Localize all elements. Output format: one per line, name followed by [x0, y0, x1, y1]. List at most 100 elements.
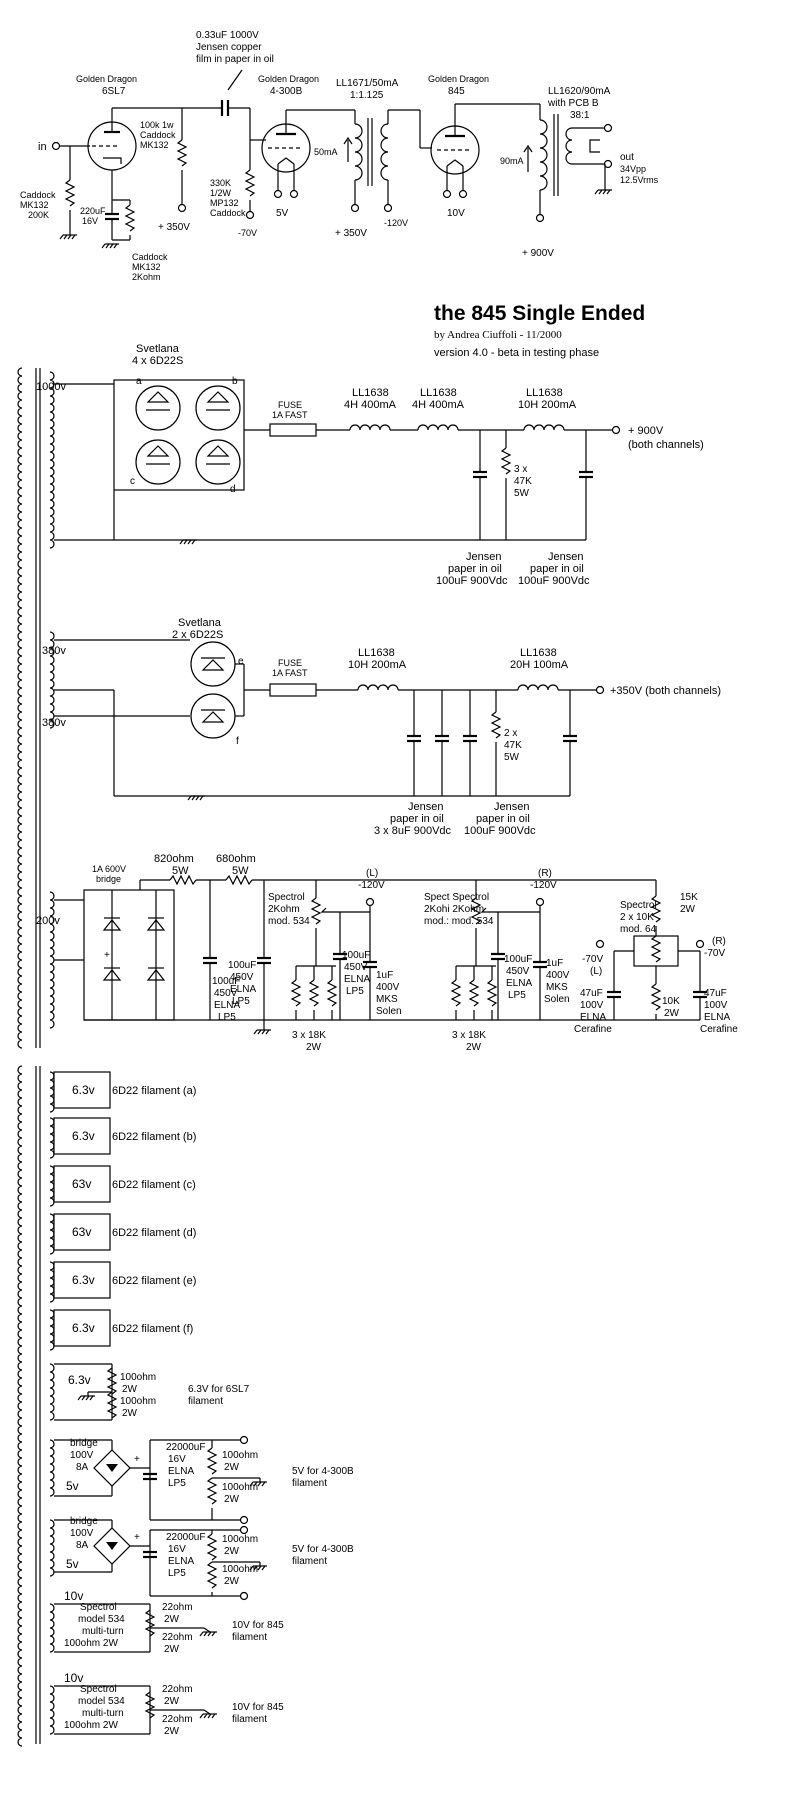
svg-text:1uF: 1uF: [376, 970, 393, 981]
svg-text:220uF: 220uF: [80, 206, 106, 216]
svg-text:47uF: 47uF: [704, 988, 727, 999]
svg-text:10H 200mA: 10H 200mA: [348, 659, 407, 671]
svg-text:6.3V for 6SL7: 6.3V for 6SL7: [188, 1384, 250, 1395]
transformer-winding: [49, 371, 55, 549]
svg-text:100V: 100V: [70, 1450, 94, 1461]
svg-text:LP5: LP5: [218, 1012, 236, 1023]
svg-text:ELNA: ELNA: [168, 1466, 194, 1477]
transformer-winding: [49, 1165, 55, 1207]
svg-text:LL1638: LL1638: [352, 387, 389, 399]
bias-pot-left[interactable]: [311, 897, 321, 925]
svg-text:2W: 2W: [122, 1384, 138, 1395]
svg-text:Spect Spectrol: Spect Spectrol: [424, 892, 489, 903]
svg-text:100ohm 2W: 100ohm 2W: [64, 1720, 118, 1731]
hv-diode-c: [135, 439, 181, 485]
transformer-winding: [49, 631, 55, 729]
svg-text:50mA: 50mA: [314, 147, 338, 157]
svg-text:100V: 100V: [704, 1000, 728, 1011]
svg-text:ELNA: ELNA: [344, 974, 370, 985]
lv-choke-1: [357, 684, 399, 691]
grid-resistor-1: [65, 179, 75, 207]
svg-text:4-300B: 4-300B: [270, 86, 303, 97]
svg-text:2 x 10K: 2 x 10K: [620, 912, 654, 923]
author-line: by Andrea Ciuffoli - 11/2000: [434, 329, 562, 341]
transformer-winding: [49, 1261, 55, 1303]
svg-text:10H 200mA: 10H 200mA: [518, 399, 577, 411]
svg-text:out: out: [620, 152, 634, 163]
svg-text:100ohm: 100ohm: [120, 1372, 156, 1383]
svg-text:2W: 2W: [224, 1494, 240, 1505]
svg-text:450V: 450V: [506, 966, 530, 977]
hv-fuse: [269, 423, 317, 437]
amplifier-section: in Caddock MK132 200K Golden Dragon 6SL7: [20, 30, 659, 282]
transformer-winding: [49, 1309, 55, 1351]
svg-text:16V: 16V: [168, 1544, 186, 1555]
svg-text:22ohm: 22ohm: [162, 1714, 193, 1725]
svg-text:47K: 47K: [504, 740, 522, 751]
svg-text:FUSE: FUSE: [278, 400, 302, 410]
svg-text:2 x 6D22S: 2 x 6D22S: [172, 629, 223, 641]
svg-text:6SL7: 6SL7: [102, 86, 126, 97]
svg-text:845: 845: [448, 86, 465, 97]
svg-text:6D22 filament (d): 6D22 filament (d): [112, 1227, 196, 1239]
svg-text:Caddock: Caddock: [20, 190, 56, 200]
svg-text:450V: 450V: [344, 962, 368, 973]
svg-text:63v: 63v: [72, 1225, 91, 1239]
svg-text:22ohm: 22ohm: [162, 1602, 193, 1613]
output-terminal-hot[interactable]: [603, 123, 613, 133]
input-terminal[interactable]: [51, 141, 61, 151]
svg-text:ELNA: ELNA: [506, 978, 532, 989]
svg-text:5W: 5W: [504, 752, 520, 763]
svg-text:1A FAST: 1A FAST: [272, 668, 308, 678]
transformer-winding: [17, 367, 23, 1049]
lv-output-terminal[interactable]: [595, 685, 605, 695]
svg-text:Svetlana: Svetlana: [136, 343, 180, 355]
svg-text:a: a: [136, 376, 142, 387]
svg-text:100uF: 100uF: [504, 954, 532, 965]
svg-text:c: c: [130, 476, 135, 487]
svg-text:mod.: mod. 534: mod.: mod. 534: [424, 916, 494, 927]
svg-text:+: +: [134, 1454, 140, 1465]
svg-text:MP132: MP132: [210, 198, 239, 208]
svg-text:mod. 534: mod. 534: [268, 916, 310, 927]
svg-text:0.33uF 1000V: 0.33uF 1000V: [196, 30, 259, 41]
svg-text:b: b: [232, 376, 238, 387]
svg-text:Golden Dragon: Golden Dragon: [428, 74, 489, 84]
svg-text:12.5Vrms: 12.5Vrms: [620, 175, 659, 185]
svg-text:2W: 2W: [122, 1408, 138, 1419]
svg-text:10K: 10K: [662, 996, 680, 1007]
svg-text:5V for 4-300B: 5V for 4-300B: [292, 1466, 354, 1477]
svg-text:bridge: bridge: [96, 874, 121, 884]
svg-text:Spectrol: Spectrol: [80, 1602, 117, 1613]
svg-text:1uF: 1uF: [546, 958, 563, 969]
hv-choke-3: [523, 424, 565, 431]
svg-text:6.3v: 6.3v: [72, 1321, 95, 1335]
svg-text:100V: 100V: [580, 1000, 604, 1011]
hv-output-terminal[interactable]: [611, 425, 621, 435]
svg-text:Jensen: Jensen: [466, 551, 501, 563]
svg-text:LP5: LP5: [346, 986, 364, 997]
transformer-winding: [49, 1071, 55, 1113]
svg-text:3 x 8uF 900Vdc: 3 x 8uF 900Vdc: [374, 825, 452, 837]
svg-text:-70V: -70V: [704, 948, 725, 959]
svg-text:47K: 47K: [514, 476, 532, 487]
page-title: the 845 Single Ended: [434, 302, 645, 325]
transformer-winding: [49, 1363, 55, 1421]
svg-text:6.3v: 6.3v: [68, 1373, 91, 1387]
svg-text:63v: 63v: [72, 1177, 91, 1191]
svg-text:MK132: MK132: [132, 262, 161, 272]
svg-text:400V: 400V: [376, 982, 400, 993]
svg-text:Caddock: Caddock: [140, 130, 176, 140]
svg-text:Golden Dragon: Golden Dragon: [258, 74, 319, 84]
svg-text:5v: 5v: [66, 1557, 79, 1571]
svg-text:4 x 6D22S: 4 x 6D22S: [132, 355, 183, 367]
svg-text:38:1: 38:1: [570, 110, 590, 121]
svg-text:2W: 2W: [164, 1644, 180, 1655]
lv-choke-2: [517, 684, 559, 691]
svg-text:2W: 2W: [466, 1042, 482, 1053]
svg-text:3 x 18K: 3 x 18K: [292, 1030, 326, 1041]
svg-text:10v: 10v: [64, 1671, 83, 1685]
transformer-winding: [49, 1213, 55, 1255]
